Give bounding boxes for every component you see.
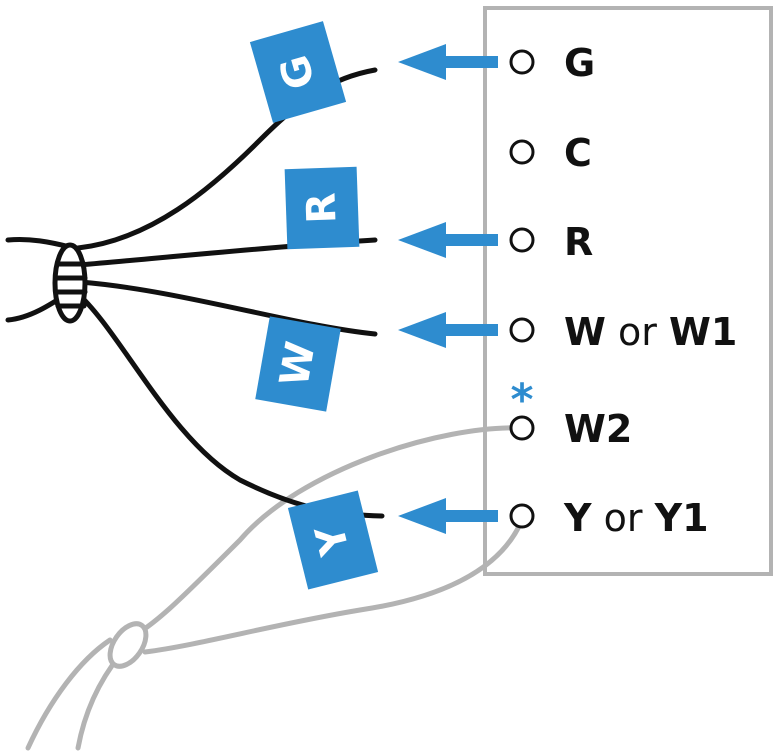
terminal-label-c: C — [564, 131, 592, 175]
old-wire-bundle — [25, 425, 525, 751]
screw-g — [509, 49, 535, 75]
old-wire-tail-2 — [75, 652, 123, 751]
old-wire-y — [142, 517, 525, 655]
screw-r — [509, 227, 535, 253]
screw-y — [509, 503, 535, 529]
tag-g: G — [249, 21, 347, 123]
wire-y — [73, 289, 385, 519]
new-wire-bundle — [5, 67, 385, 519]
terminal-label-part: R — [564, 220, 593, 264]
arrow-y — [398, 498, 498, 534]
terminal-label-w: W or W1 — [564, 310, 737, 354]
terminal-label-part: Y1 — [654, 496, 709, 540]
terminal-screws — [509, 49, 535, 529]
terminal-panel — [483, 6, 773, 576]
terminal-label-part: or — [606, 310, 669, 354]
terminal-label-g: G — [564, 41, 595, 85]
wire-sleeve — [52, 242, 88, 324]
terminal-label-y: Y or Y1 — [563, 496, 709, 540]
tag-r-letter: R — [298, 192, 345, 224]
terminal-label-part: C — [564, 131, 592, 175]
arrow-w — [398, 312, 498, 348]
old-wire-tail-1 — [25, 637, 113, 751]
old-wire-w2 — [122, 425, 525, 643]
note-asterisk: * — [510, 375, 533, 426]
screw-w — [509, 317, 535, 343]
arrows — [398, 44, 498, 534]
tag-r: R — [284, 166, 360, 250]
tag-w-letter: W — [272, 338, 325, 389]
tag-y: Y — [287, 490, 379, 590]
arrow-r — [398, 222, 498, 258]
terminal-label-part: W — [564, 310, 606, 354]
tag-w: W — [255, 316, 341, 412]
screw-w2 — [509, 415, 535, 441]
terminal-label-part: or — [592, 496, 655, 540]
terminal-label-part: W1 — [669, 310, 737, 354]
screw-c — [509, 139, 535, 165]
old-wire-sleeve — [107, 621, 149, 669]
arrow-g — [398, 44, 498, 80]
wire-end-left-top — [5, 237, 73, 250]
terminal-label-w2: W2 — [564, 407, 632, 451]
terminal-label-part: W2 — [564, 407, 632, 451]
terminal-label-r: R — [564, 220, 593, 264]
terminal-label-part: Y — [563, 496, 592, 540]
terminal-label-part: G — [564, 41, 595, 85]
terminal-labels: G C R W or W1 W2 Y or Y1 — [563, 41, 737, 540]
wire-w — [77, 279, 378, 337]
